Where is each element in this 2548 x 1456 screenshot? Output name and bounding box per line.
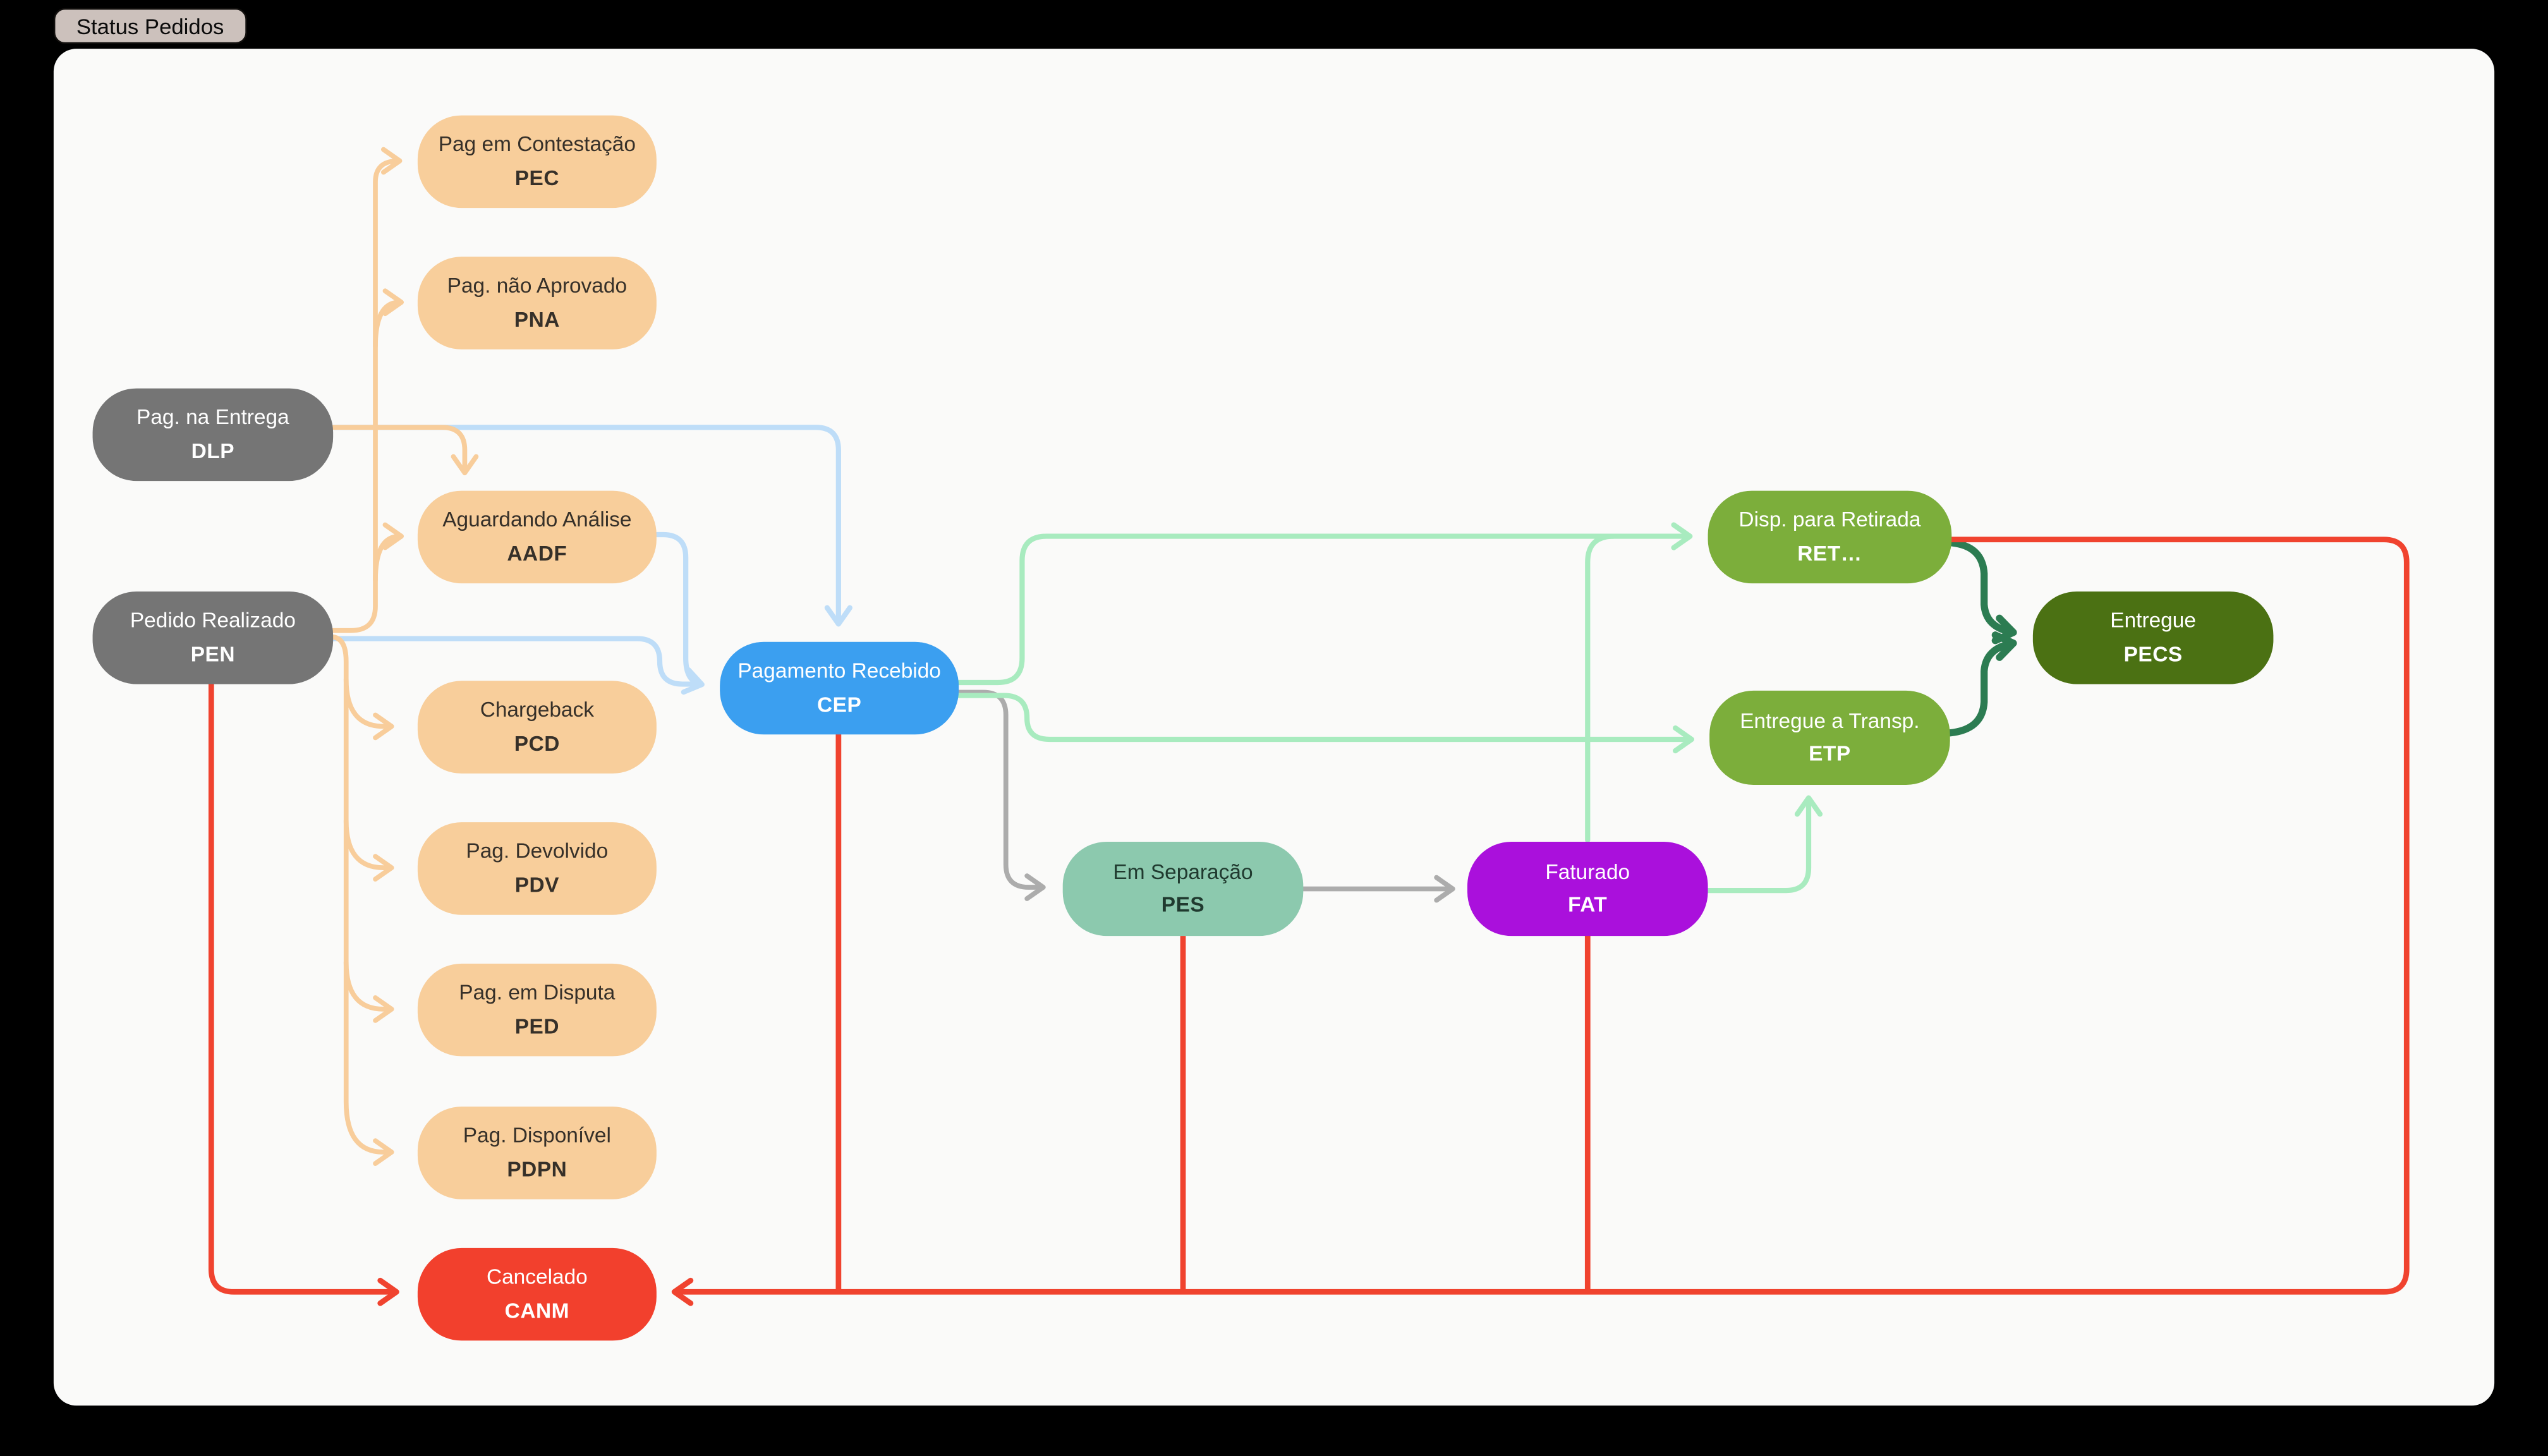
node-code: DLP [191,438,235,463]
node-code: RET… [1797,540,1862,565]
node-label: Disp. para Retirada [1738,507,1921,532]
node-label: Pag. Devolvido [466,839,609,863]
node-label: Pag. não Aprovado [447,273,628,298]
node-code: PDV [514,871,560,897]
edge-PEN-CANM[interactable] [208,681,399,1306]
node-code: PECS [2123,641,2183,665]
edge-PEN-AADF[interactable] [373,522,404,583]
app-tab-label: Status Pedidos [76,13,224,39]
node-label: Pedido Realizado [130,608,296,633]
edge-CEP-ETP[interactable] [956,693,1694,754]
edge-PEN-PDV[interactable] [343,818,394,882]
edge-DLP-AADF[interactable] [331,425,479,476]
edge-AADF-CEP[interactable] [653,531,705,695]
node-label: Pagamento Recebido [737,658,941,683]
node-label: Pag em Contestação [438,131,636,157]
node-code: PNA [514,306,560,331]
edge-PEN-PEC[interactable] [331,147,403,633]
node-code: CEP [816,691,862,716]
node-code: ETP [1809,741,1851,766]
edge-PEN-PED[interactable] [343,959,394,1023]
node-code: PDPN [507,1156,567,1181]
edge-PEN-PDPN[interactable] [331,634,394,1166]
node-code: AADF [507,540,567,565]
node-label: Faturado [1545,859,1630,884]
node-code: FAT [1568,892,1608,917]
edge-FAT-RET[interactable] [1585,533,1617,843]
node-label: Em Separação [1113,859,1253,884]
node-code: CANM [504,1297,570,1322]
node-label: Pag. Disponível [463,1123,611,1148]
node-ETP[interactable]: Entregue a Transp. ETP [1709,690,1950,785]
edge-CEP-RET[interactable] [956,522,1693,686]
node-code: PEC [514,165,560,190]
node-label: Cancelado [486,1265,588,1289]
node-label: Aguardando Análise [442,507,632,532]
node-code: PES [1161,892,1205,917]
node-label: Pag. na Entrega [136,404,289,430]
node-label: Entregue [2110,608,2196,633]
node-label: Entregue a Transp. [1740,708,1920,732]
edge-PEN-CEP[interactable] [331,636,700,687]
edge-PEN-PCD[interactable] [343,676,394,741]
edge-FAT-ETP[interactable] [1705,795,1823,894]
edge-RET-PECS[interactable] [1948,539,2017,645]
edge-DLP-CEP[interactable] [331,425,852,627]
edge-ETP-PECS[interactable] [1946,631,2017,737]
node-code: PCD [514,730,560,755]
node-label: Chargeback [480,697,594,722]
node-label: Pag. em Disputa [459,980,616,1005]
edge-RET-CANM[interactable] [671,537,2410,1306]
edge-PEN-PNA[interactable] [373,288,404,349]
app-tab[interactable]: Status Pedidos [53,8,247,44]
node-code: PEN [190,641,236,665]
node-code: PED [514,1013,560,1038]
